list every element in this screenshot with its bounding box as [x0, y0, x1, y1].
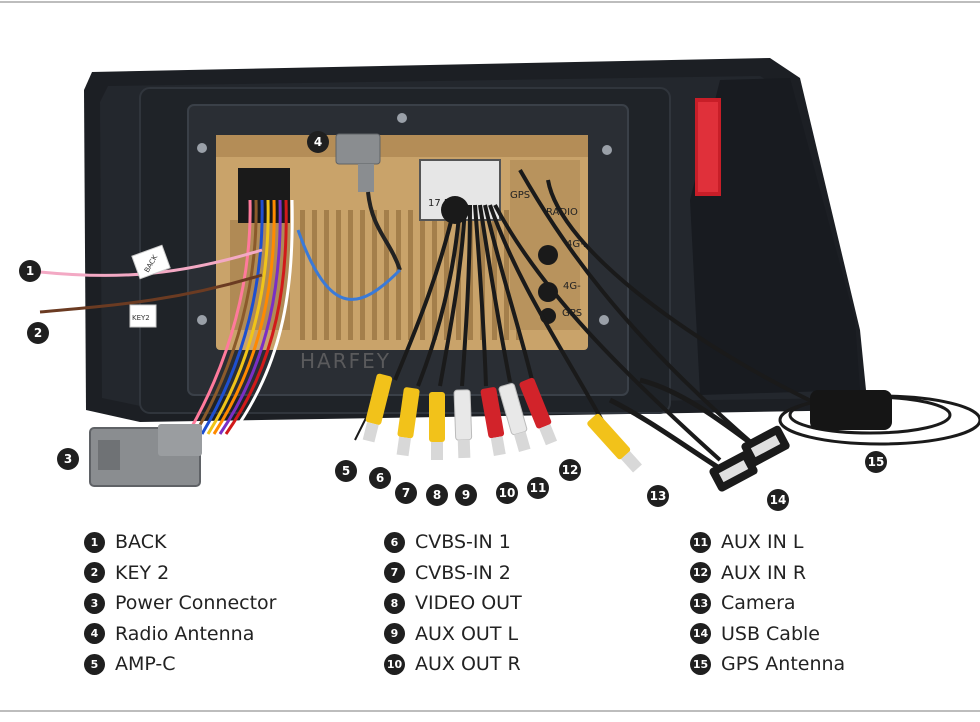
legend-item-power-connector: 3 Power Connector [84, 588, 276, 619]
legend-label: AUX OUT R [415, 653, 521, 676]
legend-item-aux-in-l: 11 AUX IN L [690, 527, 845, 558]
legend-number-badge: 12 [690, 562, 711, 584]
legend-column-3: 11 AUX IN L 12 AUX IN R 13 Camera 14 USB Cab… [690, 527, 845, 680]
legend-item-amp-c: 5 AMP-C [84, 649, 276, 680]
legend-item-gps-antenna: 15 GPS Antenna [690, 649, 845, 680]
legend-item-camera: 13 Camera [690, 588, 845, 619]
legend-number-badge: 2 [84, 562, 105, 584]
svg-text:3: 3 [64, 452, 72, 466]
legend-item-aux-in-r: 12 AUX IN R [690, 558, 845, 589]
svg-text:15: 15 [868, 455, 885, 469]
legend-number-badge: 15 [690, 653, 711, 675]
legend-item-usb-cable: 14 USB Cable [690, 619, 845, 650]
legend-number-badge: 11 [690, 531, 711, 553]
legend-label: USB Cable [721, 622, 820, 645]
callout-2: 2 [27, 322, 49, 344]
callout-3: 3 [57, 448, 79, 470]
legend-label: Camera [721, 592, 796, 615]
legend-number-badge: 13 [690, 592, 711, 614]
svg-text:9: 9 [462, 488, 470, 502]
legend-item-aux-out-l: 9 AUX OUT L [384, 619, 522, 650]
board-label-gps-top: GPS [510, 190, 530, 201]
callout-6: 6 [369, 467, 391, 489]
top-divider [0, 1, 980, 3]
legend-label: AUX IN L [721, 531, 804, 554]
head-unit-rear-photo: GPS RADIO 4G+ 4G- GPS 17 RC HARFEY BACK … [19, 58, 980, 511]
tag-key2: KEY2 [132, 314, 150, 322]
legend-item-aux-out-r: 10 AUX OUT R [384, 649, 522, 680]
legend-number-badge: 3 [84, 592, 105, 614]
callout-13: 13 [647, 485, 669, 507]
callout-1: 1 [19, 260, 41, 282]
legend-number-badge: 9 [384, 623, 405, 645]
gps-antenna [778, 390, 980, 446]
svg-text:1: 1 [26, 264, 34, 278]
svg-text:12: 12 [562, 463, 579, 477]
rear-heatsink-board: GPS RADIO 4G+ 4G- GPS 17 RC [216, 135, 589, 350]
wire-tags: BACK KEY2 [129, 244, 171, 328]
callout-11: 11 [527, 477, 549, 499]
legend-item-video-out: 8 VIDEO OUT [384, 588, 522, 619]
cable-bundle [354, 169, 831, 462]
callout-7: 7 [395, 482, 417, 504]
connector-legend: 1 BACK 2 KEY 2 3 Power Connector 4 Radio Ant… [0, 527, 980, 687]
svg-text:14: 14 [770, 493, 787, 507]
svg-text:11: 11 [530, 481, 547, 495]
watermark: HARFEY [300, 349, 391, 373]
legend-label: CVBS-IN 2 [415, 561, 511, 584]
svg-text:7: 7 [402, 486, 410, 500]
svg-text:5: 5 [342, 464, 350, 478]
legend-label: AMP-C [115, 653, 176, 676]
legend-item-key2: 2 KEY 2 [84, 558, 276, 589]
legend-item-radio-antenna: 4 Radio Antenna [84, 619, 276, 650]
usb-cables [608, 377, 790, 492]
rca-connectors [362, 373, 642, 473]
callout-15: 15 [865, 451, 887, 473]
legend-label: AUX OUT L [415, 622, 519, 645]
bottom-divider [0, 710, 980, 712]
legend-item-cvbs-in-1: 6 CVBS-IN 1 [384, 527, 522, 558]
svg-text:2: 2 [34, 326, 42, 340]
legend-label: Radio Antenna [115, 622, 255, 645]
svg-text:13: 13 [650, 489, 667, 503]
legend-column-1: 1 BACK 2 KEY 2 3 Power Connector 4 Radio Ant… [84, 527, 276, 680]
board-label-4g-plus: 4G+ [566, 239, 589, 250]
callout-10: 10 [496, 482, 518, 504]
svg-text:8: 8 [433, 488, 441, 502]
legend-number-badge: 7 [384, 562, 405, 584]
svg-text:10: 10 [499, 486, 516, 500]
power-connector [89, 424, 202, 487]
legend-label: VIDEO OUT [415, 592, 522, 615]
callout-4: 4 [307, 131, 329, 153]
callout-markers: 1 2 3 4 5 6 7 8 9 10 11 12 13 14 15 [19, 131, 887, 511]
legend-label: Power Connector [115, 592, 277, 615]
radio-antenna-plug [335, 133, 402, 271]
legend-number-badge: 8 [384, 592, 405, 614]
legend-item-cvbs-in-2: 7 CVBS-IN 2 [384, 558, 522, 589]
legend-label: CVBS-IN 1 [415, 531, 511, 554]
legend-number-badge: 1 [84, 531, 105, 553]
legend-label: BACK [115, 531, 167, 554]
svg-text:6: 6 [376, 471, 384, 485]
legend-number-badge: 4 [84, 623, 105, 645]
callout-5: 5 [335, 460, 357, 482]
legend-label: KEY 2 [115, 561, 170, 584]
legend-label: GPS Antenna [721, 653, 846, 676]
legend-number-badge: 5 [84, 653, 105, 675]
wire-harness [39, 199, 402, 435]
callout-9: 9 [455, 484, 477, 506]
board-label-4g-minus: 4G- [563, 281, 581, 292]
legend-number-badge: 14 [690, 623, 711, 645]
legend-number-badge: 6 [384, 531, 405, 553]
callout-14: 14 [767, 489, 789, 511]
callout-8: 8 [426, 484, 448, 506]
svg-text:4: 4 [314, 135, 322, 149]
legend-number-badge: 10 [384, 653, 405, 675]
legend-label: AUX IN R [721, 561, 807, 584]
callout-12: 12 [559, 459, 581, 481]
legend-item-back: 1 BACK [84, 527, 276, 558]
